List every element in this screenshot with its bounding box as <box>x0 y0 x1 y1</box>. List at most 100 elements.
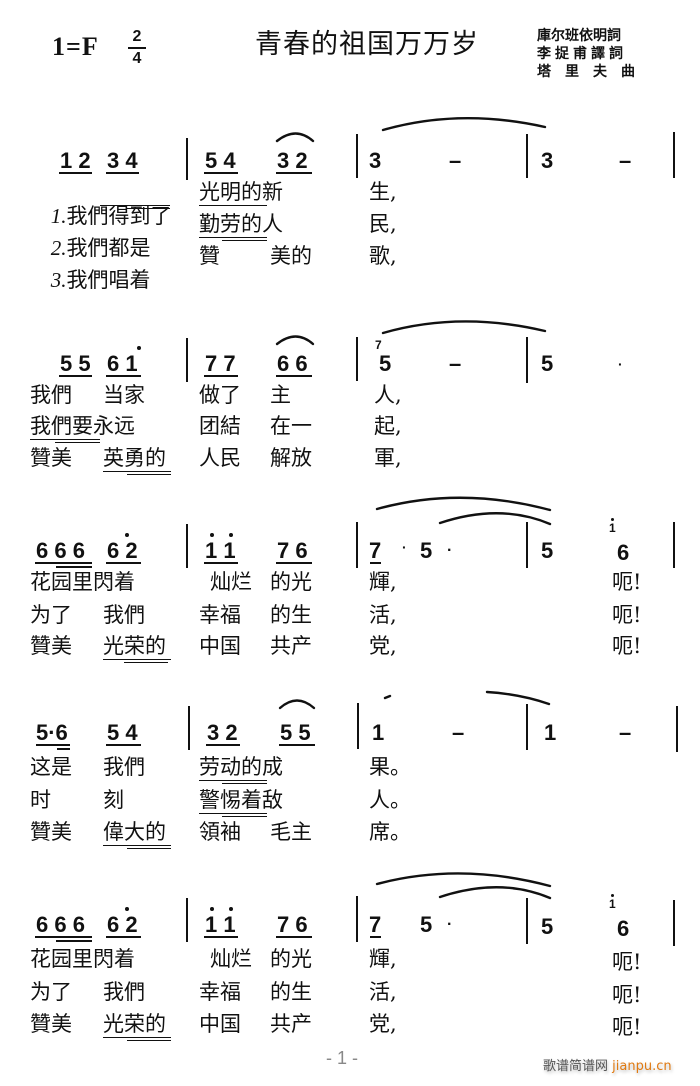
octave-dot-high <box>125 907 129 911</box>
extension-dash: – <box>449 351 462 376</box>
lyric-segment: 歌, <box>369 244 397 268</box>
lyric-segment: 这是 <box>30 755 72 779</box>
lyric-segment: 为了 <box>30 980 72 1004</box>
underline-eighth <box>106 172 139 174</box>
lyric-segment: 毛主 <box>270 820 312 844</box>
barline <box>526 134 528 178</box>
lyric-segment: 果。 <box>369 755 411 779</box>
underline-sixteenth <box>56 940 92 942</box>
lyric-melisma-line <box>103 1037 171 1038</box>
underline-eighth <box>276 562 312 564</box>
lyric-segment: 我們 <box>103 603 145 627</box>
composer-credit: 塔里夫曲 <box>537 64 649 80</box>
slur-icon <box>275 335 315 346</box>
octave-dot-high <box>125 533 129 537</box>
time-signature-bottom: 4 <box>132 50 142 67</box>
lyric-segment: 团結 <box>199 414 241 438</box>
lyric-melisma-line <box>199 813 267 814</box>
note-group: 6 6 <box>277 351 308 376</box>
barline <box>673 132 675 178</box>
lyric-segment: 党, <box>369 634 397 658</box>
lyric-segment: 灿烂 <box>210 570 252 594</box>
lyric-segment: 我們 <box>30 383 72 407</box>
barline <box>356 896 358 942</box>
lyric-segment: 当家 <box>103 383 145 407</box>
time-signature: 2 4 <box>128 28 146 68</box>
tie-icon <box>485 690 551 706</box>
lyric-segment: 贊美 <box>30 820 72 844</box>
barline <box>673 522 675 568</box>
underline-eighth <box>276 375 312 377</box>
tie-icon <box>381 320 547 335</box>
watermark: 歌谱简谱网 jianpu.cn <box>543 1055 672 1074</box>
barline <box>676 706 678 752</box>
credits: 庫尔班依明詞 李捉甫譯詞 塔里夫曲 <box>537 27 651 81</box>
underline-eighth <box>35 562 92 564</box>
octave-dot-high <box>210 907 214 911</box>
lyric-melisma-line <box>30 439 100 440</box>
lyric-segment: 呃! <box>612 634 642 658</box>
barline <box>188 706 190 750</box>
slur-icon <box>375 872 552 888</box>
underline-eighth <box>370 562 381 564</box>
underline-eighth <box>206 744 240 746</box>
lyric-segment: 解放 <box>270 446 312 470</box>
note: 6 <box>617 916 630 941</box>
lyric-segment: 警惕着敌 <box>199 788 283 812</box>
lyric-segment: 我們 <box>103 980 145 1004</box>
lyric-segment: 的光 <box>270 947 312 971</box>
note-group: 1 2 <box>60 148 91 173</box>
note-group: 5 5 <box>60 351 91 376</box>
lyricist-credit: 庫尔班依明詞 <box>537 28 621 44</box>
watermark-cn: 歌谱简谱网 <box>543 1059 609 1074</box>
lyric-melisma-line <box>199 237 267 238</box>
lyric-segment: 呃! <box>612 950 642 974</box>
lyric-segment: 軍, <box>374 446 402 470</box>
lyric-segment: 呃! <box>612 603 642 627</box>
note-group: 5 4 <box>205 148 236 173</box>
lyric-melisma-line <box>199 205 267 206</box>
octave-dot-high <box>229 907 233 911</box>
lyric-segment: 中国 <box>199 634 241 658</box>
translator-credit: 李捉甫譯詞 <box>537 46 627 62</box>
lyric-segment: 的生 <box>270 980 312 1004</box>
barline <box>356 522 358 568</box>
lyric-segment: 贊美 <box>30 634 72 658</box>
underline-eighth <box>276 936 312 938</box>
note-group: 1 1 <box>205 538 236 563</box>
lyric-segment: 我們要永远 <box>30 414 135 438</box>
note-group: 1 1 <box>205 912 236 937</box>
underline-sixteenth <box>57 748 70 750</box>
lyric-segment: 光明的新 <box>199 180 283 204</box>
note: 5 <box>541 538 554 563</box>
barline <box>526 522 528 568</box>
lyric-segment: 美的 <box>270 244 312 268</box>
lyric-segment: 做了 <box>199 383 241 407</box>
lyric-segment: 幸福 <box>199 603 241 627</box>
lyric-segment: 的生 <box>270 603 312 627</box>
barline <box>186 138 188 180</box>
barline <box>356 337 358 381</box>
lyric-segment: 活, <box>369 603 397 627</box>
lyric-melisma-line <box>127 208 170 209</box>
octave-dot-high <box>611 894 614 897</box>
barline <box>673 900 675 946</box>
slur-icon <box>375 496 552 512</box>
note: 7 <box>369 912 382 937</box>
slur-icon <box>438 886 552 900</box>
lyric-segment: 贊美 <box>30 446 72 470</box>
lyric-segment: 花园里閃着 <box>30 570 135 594</box>
dot-mark: · <box>618 356 623 372</box>
grace-note: 1 <box>609 897 616 911</box>
lyric-segment: 光荣的 <box>103 634 166 658</box>
lyric-segment: 花园里閃着 <box>30 947 135 971</box>
lyric-segment: 贊美 <box>30 1012 72 1036</box>
grace-note: 1 <box>609 521 616 535</box>
lyric-segment: 生, <box>369 180 397 204</box>
watermark-en: jianpu.cn <box>612 1059 672 1074</box>
barline <box>526 704 528 750</box>
lyric-segment: 領袖 <box>199 820 241 844</box>
extension-dash: – <box>452 720 465 745</box>
lyric-segment: 时 <box>30 788 51 812</box>
lyric-segment: 主 <box>270 383 291 407</box>
